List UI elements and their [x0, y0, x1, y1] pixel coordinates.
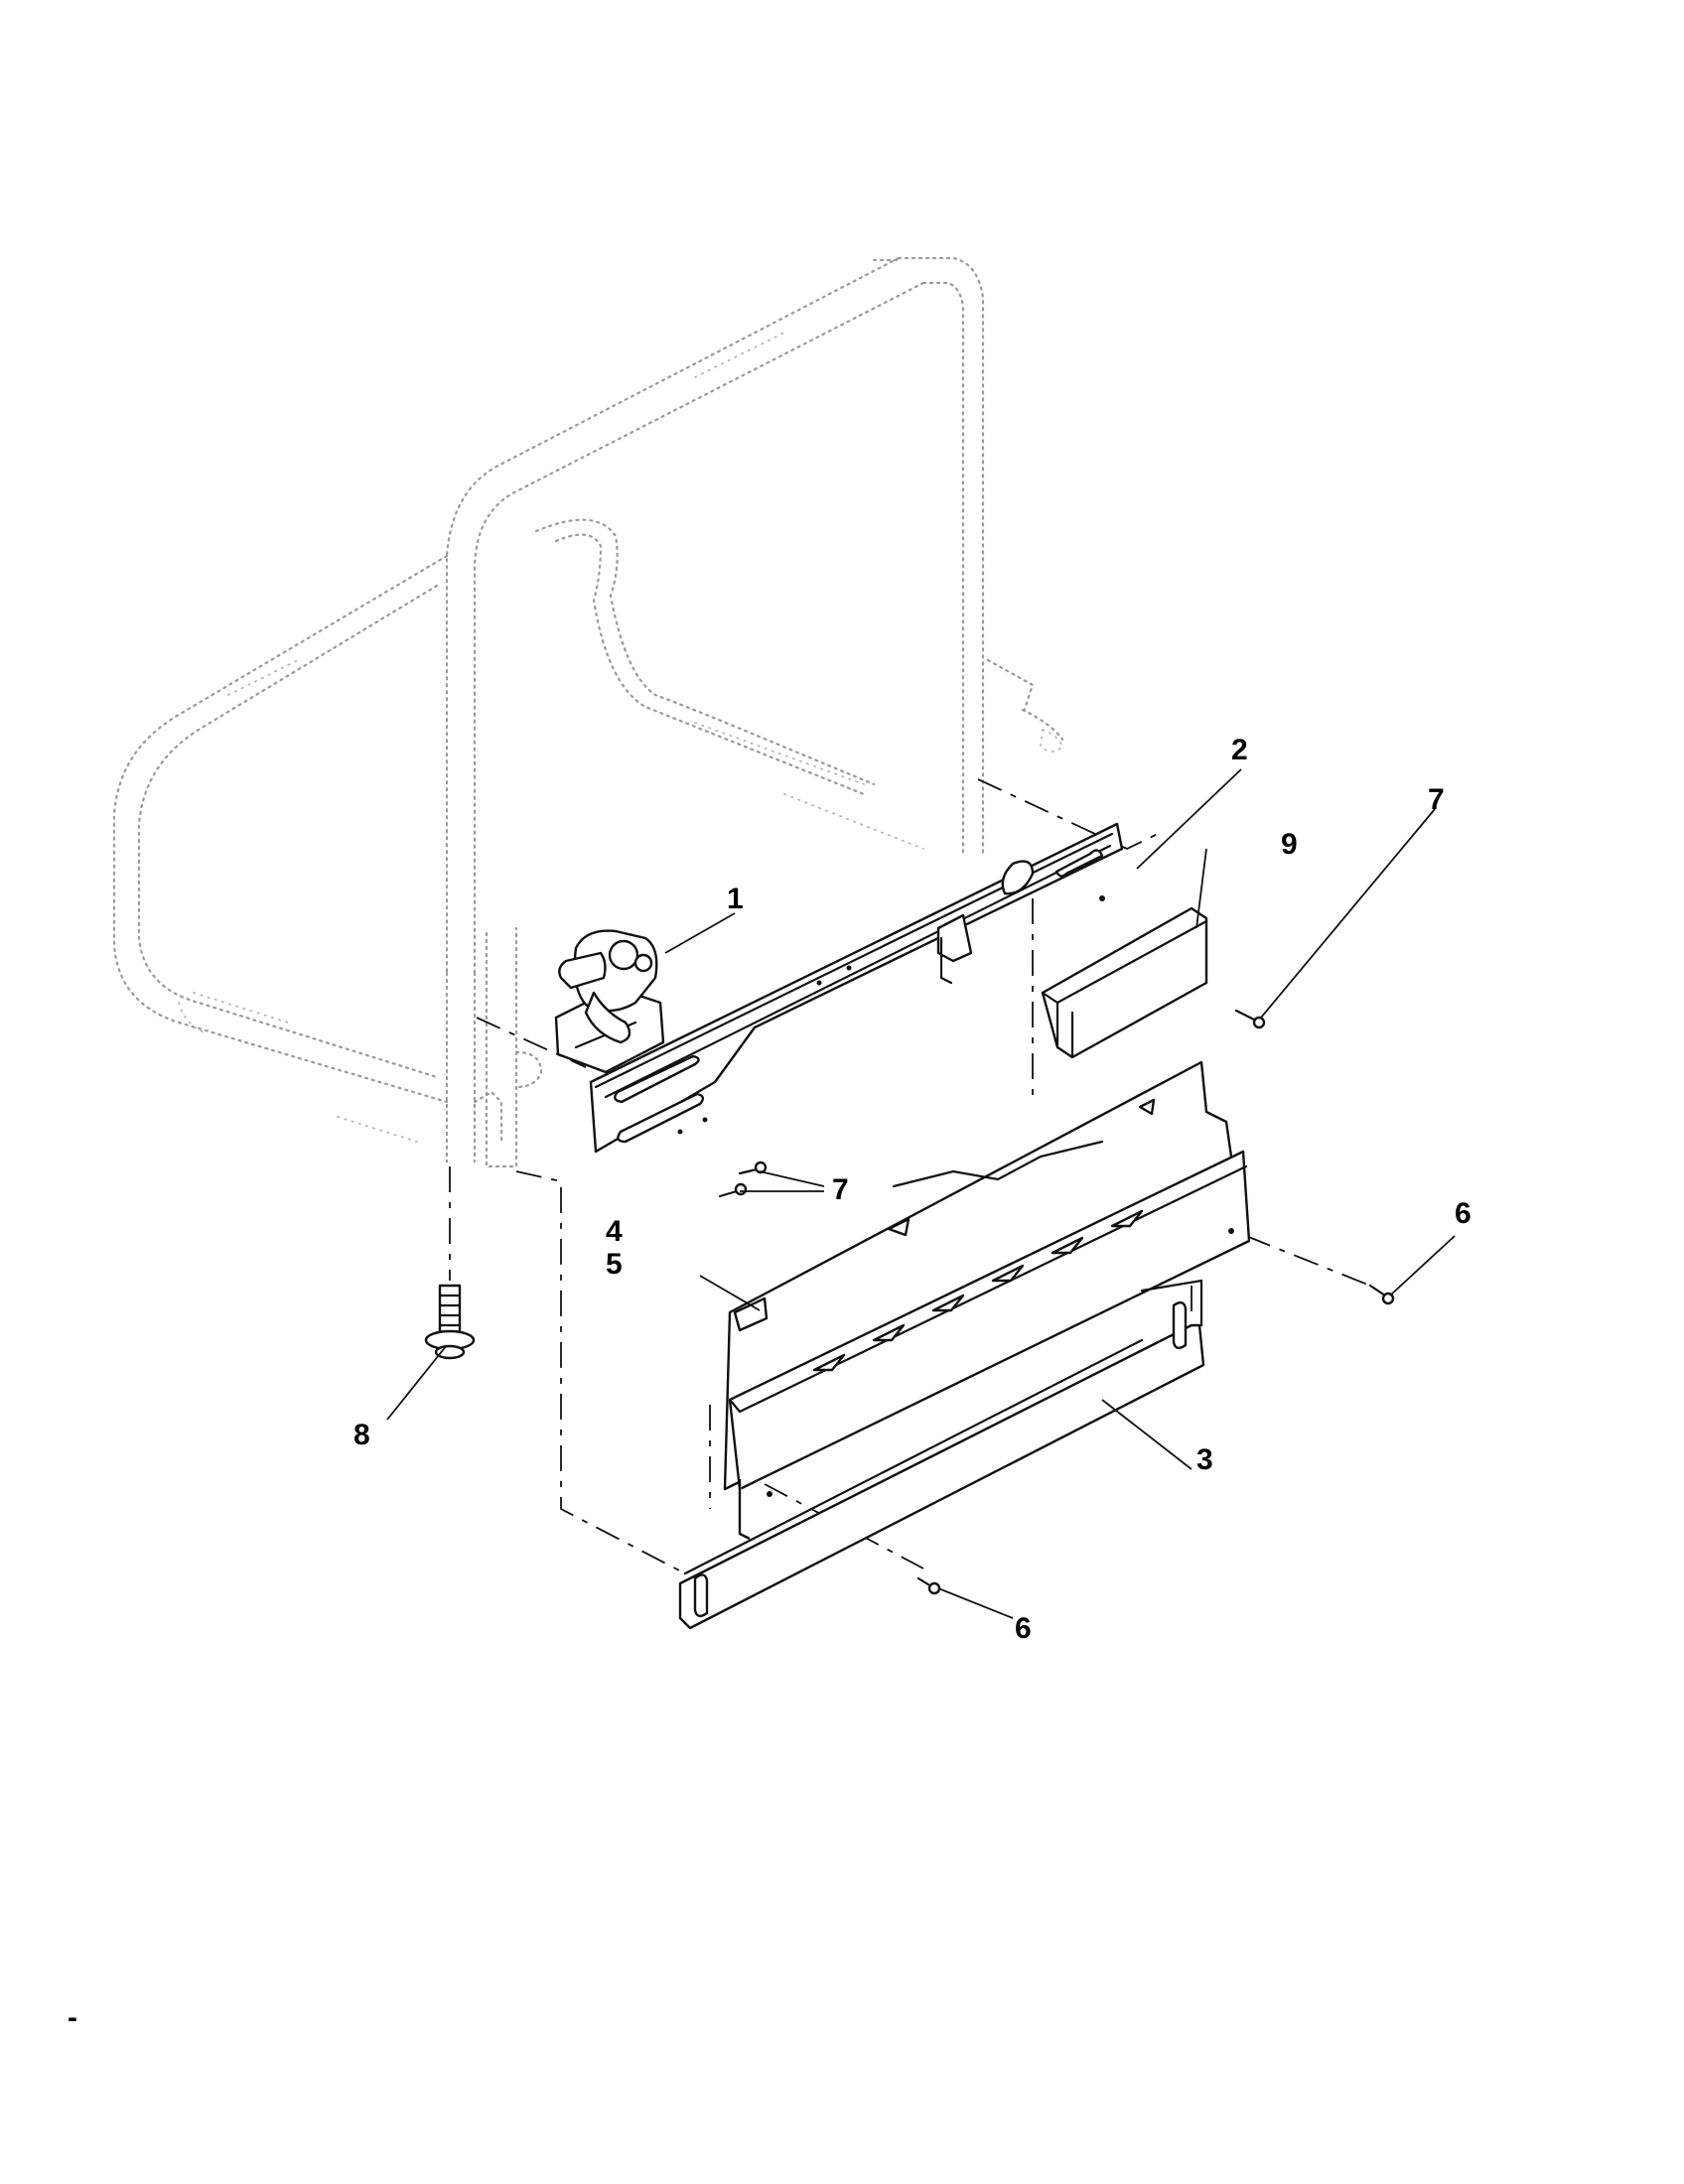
callout-4: 4	[606, 1215, 623, 1248]
part-6-screw-right	[1368, 1284, 1395, 1305]
part-9-channel-cover	[1041, 906, 1208, 1059]
callout-7-lower: 7	[832, 1173, 849, 1206]
part-1-valve-assembly	[554, 929, 665, 1074]
callout-labels: 1 2 3 4 5 6 6 7 7 8 9 -	[68, 734, 1472, 2034]
part-8-leveling-leg	[424, 1284, 476, 1360]
callout-9: 9	[1281, 828, 1298, 861]
part-7-screw-lower-b	[718, 1182, 748, 1198]
part-7-screw-upper	[1234, 1009, 1266, 1029]
callout-2: 2	[1231, 734, 1248, 766]
part-2-support-bracket	[589, 822, 1124, 1154]
tub-frame-ghost	[112, 256, 1064, 1168]
part-4-5-panel	[723, 1060, 1251, 1541]
leader-lines	[386, 768, 1456, 1619]
callout-7-upper: 7	[1428, 783, 1445, 816]
callout-5: 5	[606, 1248, 623, 1281]
callout-8: 8	[353, 1419, 370, 1451]
footer-mark: -	[68, 2001, 77, 2034]
callout-6-bottom: 6	[1015, 1612, 1032, 1645]
callout-3: 3	[1196, 1443, 1213, 1476]
part-3-lower-strip	[678, 1279, 1205, 1630]
callout-1: 1	[727, 883, 744, 915]
callout-6-right: 6	[1455, 1197, 1472, 1230]
part-6-screw-bottom	[916, 1576, 941, 1595]
